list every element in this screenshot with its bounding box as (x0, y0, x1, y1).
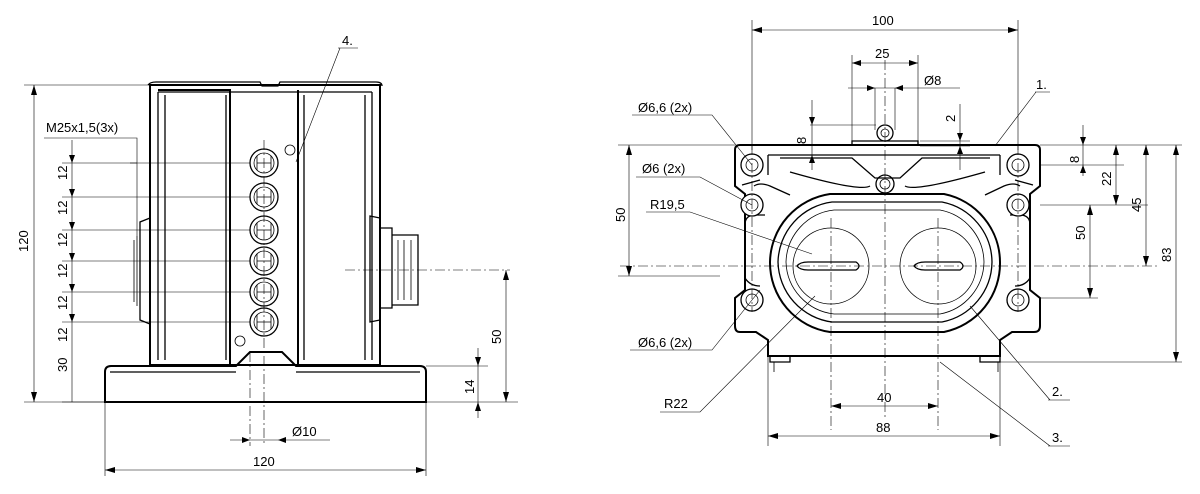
thread-callout: M25x1,5(3x) (46, 120, 118, 135)
bore-diameter-label: Ø10 (292, 424, 317, 439)
item-4-label: 4. (342, 33, 353, 48)
bottom-offset-label: 30 (55, 358, 70, 372)
item-1-label: 1. (1036, 77, 1047, 92)
right-cable-gland (369, 215, 381, 323)
contact-stack (234, 144, 296, 347)
dim-8-left-label: 8 (794, 137, 809, 144)
radius-inner-label: R19,5 (650, 197, 685, 212)
height-overall-label: 120 (16, 230, 31, 252)
dim-88-label: 88 (876, 420, 890, 435)
pin-diameter-label: Ø8 (924, 73, 941, 88)
pitch-label-4: 12 (55, 264, 70, 278)
hole-mid-left-label: Ø6 (2x) (642, 161, 685, 176)
width-top-label: 100 (872, 13, 894, 28)
axis-height-label: 50 (489, 330, 504, 344)
side-view: 12 12 12 12 12 12 30 120 M25x1,5(3x) 50 … (16, 33, 518, 476)
dim-8-right-label: 8 (1067, 156, 1082, 163)
base-height-label: 14 (462, 380, 477, 394)
pitch-label-2: 12 (55, 201, 70, 215)
item-2-label: 2. (1052, 384, 1063, 399)
dim-45-label: 45 (1129, 198, 1144, 212)
base-width-label: 120 (253, 454, 275, 469)
hole-top-left-label: Ø6,6 (2x) (638, 100, 692, 115)
side-height-dimension: 120 (16, 84, 150, 403)
side-right-dimensions: 50 14 (426, 270, 518, 418)
front-window-outer (768, 193, 1002, 333)
dim-83-label: 83 (1159, 248, 1174, 262)
left-cable-gland (139, 217, 151, 325)
hole-bottom-left-label: Ø6,6 (2x) (638, 335, 692, 350)
dim-40-label: 40 (877, 390, 891, 405)
pitch-label-6: 12 (55, 328, 70, 342)
side-base (104, 351, 427, 403)
dim-22-label: 22 (1099, 172, 1114, 186)
pitch-label-5: 12 (55, 296, 70, 310)
pitch-label-1: 12 (55, 166, 70, 180)
front-view: 100 25 Ø8 8 2 1. Ø6,6 (2x) Ø6 (2x) R19,5… (613, 13, 1182, 447)
pitch-label-3: 12 (55, 233, 70, 247)
radius-outer-label: R22 (664, 396, 688, 411)
front-housing-outline (734, 144, 1041, 357)
dim-50-left-label: 50 (613, 208, 628, 222)
side-pitch-dimensions: 12 12 12 12 12 12 30 (55, 140, 250, 403)
spacing-top-label: 25 (875, 46, 889, 61)
dim-2-label: 2 (943, 115, 958, 122)
side-body-outline (149, 84, 381, 366)
item-3-label: 3. (1052, 430, 1063, 445)
dim-50-right-label: 50 (1073, 226, 1088, 240)
